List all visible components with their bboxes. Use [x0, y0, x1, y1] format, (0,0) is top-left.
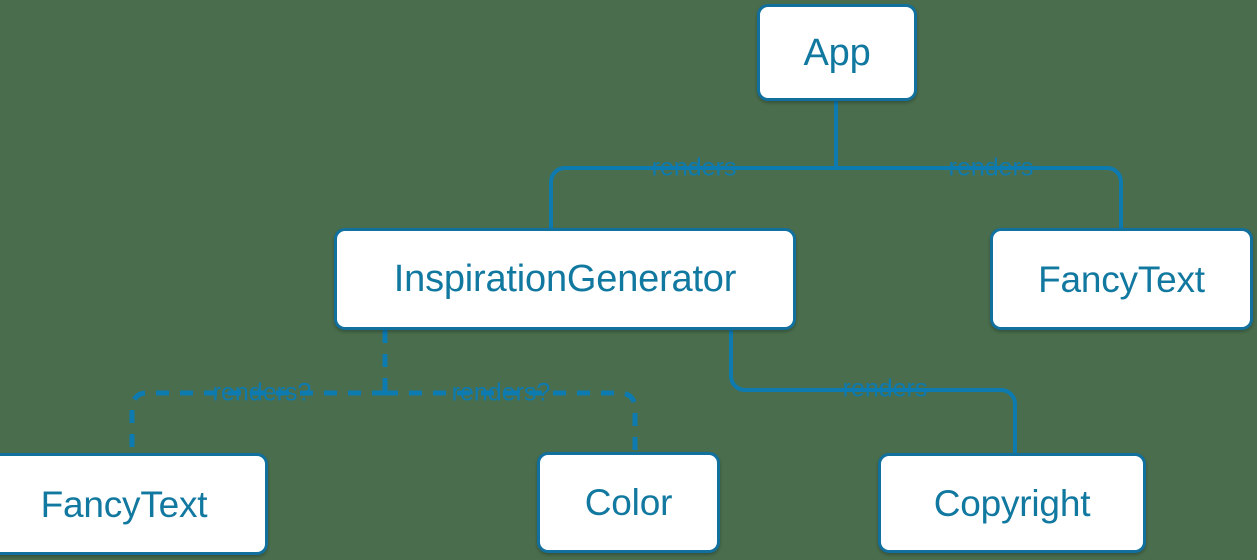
node-color-label: Color	[584, 482, 673, 523]
edge-inspirationgenerator-to-fancytext-optional	[129, 390, 385, 453]
edge-label-inspirationgenerator-color: renders?	[451, 378, 551, 407]
node-app[interactable]: App	[757, 4, 917, 101]
node-color[interactable]: Color	[537, 452, 720, 553]
edge-app-to-fancytext	[836, 166, 1123, 228]
node-copyright[interactable]: Copyright	[878, 453, 1146, 553]
node-fancytext-top-label: FancyText	[1038, 258, 1205, 300]
edge-inspirationgenerator-to-copyright	[729, 330, 1017, 453]
edge-label-inspirationgenerator-copyright: renders	[842, 374, 928, 403]
edge-app-to-inspirationgenerator	[549, 166, 836, 228]
node-app-label: App	[803, 31, 871, 74]
node-inspirationgenerator[interactable]: InspirationGenerator	[334, 228, 796, 330]
node-inspirationgenerator-label: InspirationGenerator	[393, 258, 737, 300]
edge-inspirationgenerator-to-color-optional	[385, 390, 638, 452]
node-fancytext-top[interactable]: FancyText	[990, 228, 1253, 330]
node-fancytext-bottom[interactable]: FancyText	[0, 453, 268, 555]
edge-label-app-fancytext: renders	[948, 153, 1034, 182]
node-copyright-label: Copyright	[933, 482, 1091, 524]
edge-label-app-inspirationgenerator: renders	[651, 153, 737, 182]
node-fancytext-bottom-label: FancyText	[40, 483, 208, 525]
edge-label-inspirationgenerator-fancytext: renders?	[212, 378, 312, 407]
